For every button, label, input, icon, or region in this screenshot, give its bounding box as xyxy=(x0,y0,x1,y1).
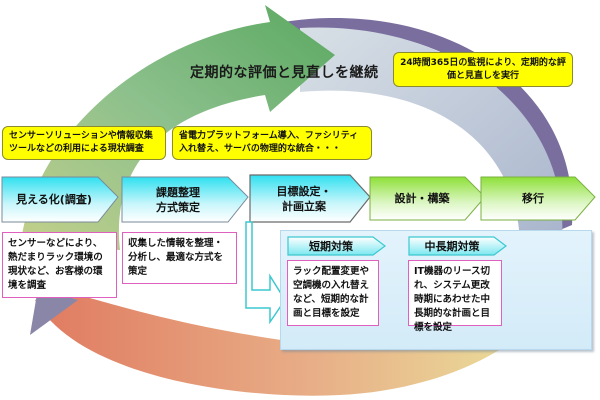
short-term-description: ラック配置変更や空調機の入れ替えなど、短期的な計画と目標を設定 xyxy=(287,260,379,326)
long-term-label: 中長期対策 xyxy=(424,240,480,253)
long-term-description: IT機器のリース切れ、システム更改時期にあわせた中長期的な計画と目標を設定 xyxy=(408,260,502,333)
step-planning: 目標設定・ 計画立案 xyxy=(276,184,332,213)
analysis-description: 収集した情報を整理・分析し、最適な方式を策定 xyxy=(122,232,237,284)
long-term-tag-shape xyxy=(408,236,507,256)
measures-callout: 省電力プラットフォーム導入、ファシリティ入れ替え、サーバの物理的な統合・・・ xyxy=(172,126,372,160)
cycle-ring-right xyxy=(300,27,563,248)
cycle-bottom-arrowhead xyxy=(30,288,78,335)
step-migration: 移行 xyxy=(522,192,544,205)
step-arrow-4 xyxy=(369,176,486,221)
short-term-label: 短期対策 xyxy=(309,240,353,253)
cycle-title: 定期的な評価と見直しを継続 xyxy=(190,65,379,81)
step-design: 設計・構築 xyxy=(394,192,450,205)
step-arrow-2 xyxy=(121,176,249,223)
step-analysis: 課題整理 方式策定 xyxy=(156,185,200,214)
step-arrow-1 xyxy=(1,176,119,223)
short-term-tag-shape xyxy=(287,236,386,256)
monitoring-callout: 24時間365日の監視により、定期的な評価と見直しを実行 xyxy=(393,52,573,87)
connector-arrow xyxy=(245,221,286,325)
survey-callout: センサーソリューションや情報収集ツールなどの利用による現状調査 xyxy=(2,126,166,160)
step-arrow-5 xyxy=(480,176,596,221)
step-visualize: 見える化(調査) xyxy=(16,193,92,206)
visualize-description: センサーなどにより、熱だまりラック環境の現状など、お客様の環境を調査 xyxy=(2,232,117,298)
step-arrow-3 xyxy=(249,174,371,223)
